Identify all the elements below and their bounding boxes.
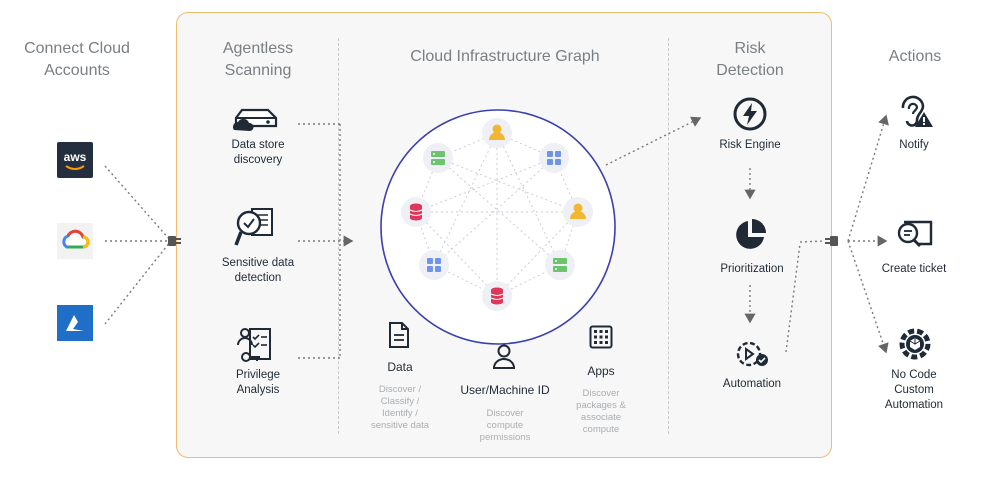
data-document-icon (387, 321, 411, 354)
data-title: Data (387, 360, 413, 374)
privilege-analysis-label: Privilege Analysis (235, 369, 281, 396)
actions-heading: Actions (888, 48, 942, 65)
privilege-analysis-icon (236, 325, 276, 370)
plug-icon-right (825, 236, 838, 246)
sensitive-data-label: Sensitive data detection (221, 257, 295, 284)
graph-node-server-top-left (423, 143, 453, 173)
user-machine-id-icon (490, 342, 518, 375)
agentless-scanning-heading: Agentless Scanning (222, 40, 294, 79)
graph-node-db-left (401, 197, 431, 227)
automation-label: Automation (722, 378, 782, 390)
user-machine-id-description: Discover compute permissions (479, 408, 531, 443)
notify-label: Notify (899, 139, 929, 151)
apps-description: Discover packages & associate compute (576, 388, 626, 435)
aws-icon: aws (57, 142, 93, 178)
data-store-label: Data store discovery (231, 139, 285, 166)
graph-node-db-bottom (482, 281, 512, 311)
azure-icon (57, 305, 93, 341)
graph-node-user-right (563, 197, 593, 227)
data-description: Discover / Classify / Identify / sensiti… (370, 384, 430, 431)
gcp-icon (57, 223, 93, 259)
sensitive-data-icon (234, 205, 278, 254)
notify-ear-warning-icon (897, 92, 935, 135)
graph-node-app-top-right (539, 143, 569, 173)
data-store-icon (232, 100, 278, 139)
apps-title: Apps (587, 364, 615, 378)
graph-node-app-left (419, 250, 449, 280)
graph-node-server-right (545, 250, 575, 280)
connect-cloud-heading: Connect Cloud Accounts (24, 40, 130, 79)
cloud-graph-heading: Cloud Infrastructure Graph (410, 48, 600, 65)
no-code-automation-label: No Code Custom Automation (884, 369, 944, 411)
risk-engine-icon (732, 96, 768, 137)
risk-detection-heading: Risk Detection (716, 40, 784, 79)
apps-grid-icon (589, 325, 613, 354)
create-ticket-label: Create ticket (881, 263, 947, 275)
graph-node-user-top (482, 118, 512, 148)
user-machine-id-title: User/Machine ID (460, 383, 550, 397)
plug-icon-left (168, 236, 181, 246)
separator-right (668, 38, 669, 434)
create-ticket-icon (895, 218, 935, 255)
automation-gear-icon (733, 336, 771, 377)
no-code-automation-icon (897, 326, 933, 367)
separator-left (338, 38, 339, 434)
prioritization-label: Prioritization (720, 263, 784, 275)
prioritization-pie-icon (733, 218, 767, 257)
risk-engine-label: Risk Engine (719, 139, 781, 151)
